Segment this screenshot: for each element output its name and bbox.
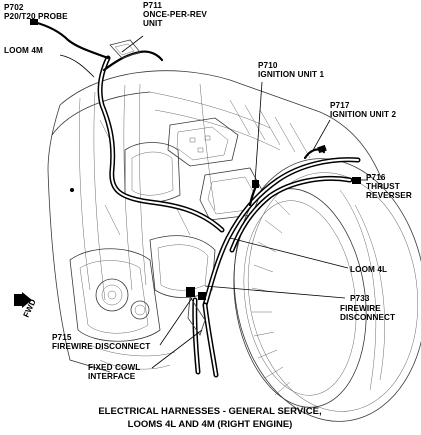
casing-hatch bbox=[99, 99, 311, 236]
label-p733-name-1: FIREWIRE bbox=[340, 304, 381, 313]
label-p733-code: P733 bbox=[350, 294, 370, 303]
label-p710-name: IGNITION UNIT 1 bbox=[258, 70, 324, 79]
caption-line-1: ELECTRICAL HARNESSES - GENERAL SERVICE, bbox=[98, 406, 321, 417]
label-fixed-cowl-1: FIXED COWL bbox=[88, 363, 140, 372]
label-loom-4m: LOOM 4M bbox=[4, 46, 43, 55]
label-p711-name-2: UNIT bbox=[143, 19, 163, 28]
label-fixed-cowl-2: INTERFACE bbox=[88, 372, 136, 381]
label-p716-code: P716 bbox=[366, 173, 386, 182]
label-p702-name: P20/T20 PROBE bbox=[4, 12, 68, 21]
label-p716-name-2: REVERSER bbox=[366, 191, 412, 200]
diagram-caption: ELECTRICAL HARNESSES - GENERAL SERVICE, … bbox=[98, 406, 321, 430]
label-p711-code: P711 bbox=[143, 1, 162, 10]
label-p716-name-1: THRUST bbox=[366, 182, 400, 191]
label-p733-name-2: DISCONNECT bbox=[340, 313, 395, 322]
label-p715-code: P715 bbox=[52, 333, 72, 342]
loom-4l-harness bbox=[186, 144, 361, 378]
label-p711-name-1: ONCE-PER-REV bbox=[143, 10, 207, 19]
fan-ribs bbox=[251, 189, 385, 396]
label-p717-name: IGNITION UNIT 2 bbox=[330, 110, 396, 119]
label-p715-name: FIREWIRE DISCONNECT bbox=[52, 342, 150, 351]
fwd-arrow: FWD bbox=[14, 292, 38, 319]
label-p702-code: P702 bbox=[4, 3, 24, 12]
caption-line-2: LOOMS 4L AND 4M (RIGHT ENGINE) bbox=[128, 419, 293, 430]
leader-lines bbox=[59, 35, 368, 369]
label-p710-code: P710 bbox=[258, 61, 278, 70]
loom-4m-harness bbox=[30, 19, 225, 233]
component-labels: P702 P20/T20 PROBE P711 ONCE-PER-REV UNI… bbox=[4, 1, 412, 381]
label-p717-code: P717 bbox=[330, 101, 350, 110]
label-loom-4l: LOOM 4L bbox=[350, 265, 387, 274]
